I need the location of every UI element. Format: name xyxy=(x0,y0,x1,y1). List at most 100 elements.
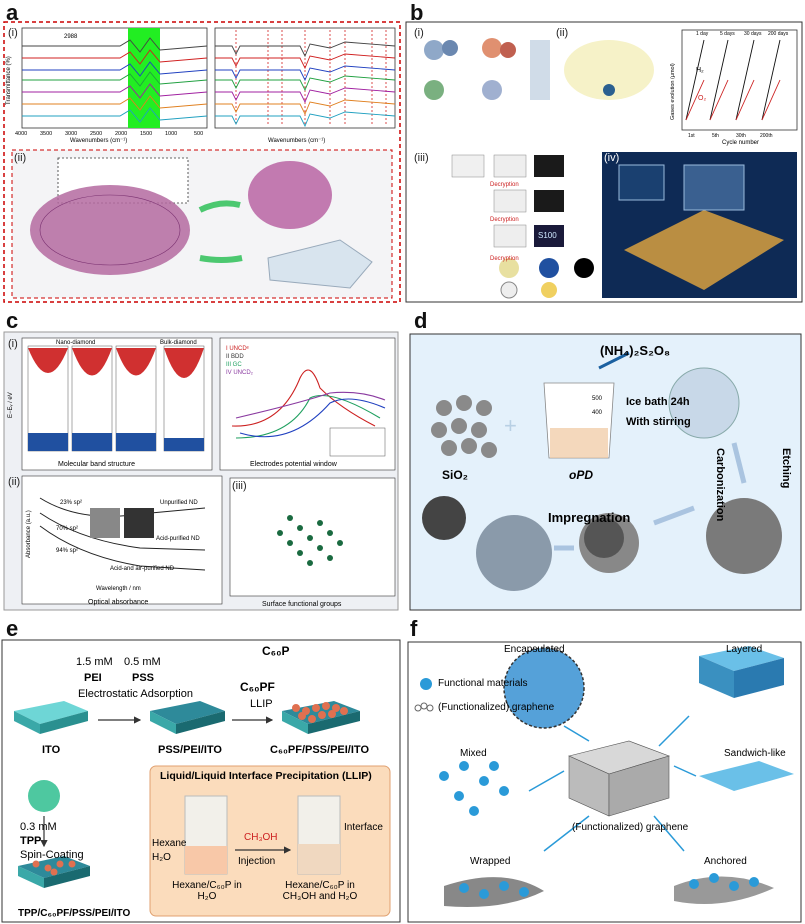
ftir-left-xtick: 2500 xyxy=(90,131,102,137)
type-anchored: Anchored xyxy=(704,856,747,867)
sample-label: S100 xyxy=(538,231,557,240)
ftir-left-xtick: 4000 xyxy=(15,131,27,137)
c60pf-label: C₆₀PF xyxy=(240,680,275,694)
optical-xlabel: Wavelength / nm xyxy=(96,586,141,592)
spin-label: Spin-Coating xyxy=(20,849,84,861)
band-ylabel: E−Eᵥ / eV xyxy=(8,392,14,418)
ftir-left-xtick: 2000 xyxy=(115,131,127,137)
nd-annotation: Acid-and air-purified ND xyxy=(110,566,175,572)
type-encapsulated: Encapsulated xyxy=(504,644,565,655)
beaker-scale: 400 xyxy=(592,410,603,416)
subpanel-label-b-ii: (ii) xyxy=(556,27,569,39)
sp2-label: 23% sp² xyxy=(60,500,82,506)
vial1-caption: Hexane/C₆₀P in H₂O xyxy=(172,880,242,902)
etching-label: Etching xyxy=(780,448,792,489)
tpp-molecule xyxy=(28,780,60,812)
mixed-graphic xyxy=(439,761,509,816)
ito-label: ITO xyxy=(42,744,61,756)
optical-ylabel: Absorbance (a.u.) xyxy=(26,510,32,558)
surface-caption: Surface functional groups xyxy=(262,601,342,608)
panel-b-graphics: Gases evolution (µmol) Cycle number 1st … xyxy=(405,21,803,303)
stirring-label: With stirring xyxy=(626,416,691,428)
functional-material-icon xyxy=(420,678,432,690)
cv-curves xyxy=(231,369,386,439)
panel-e: e 1.5 mM PEI 0.5 mM PSS Electrostatic Ad… xyxy=(0,616,402,924)
pss-label: PSS xyxy=(132,672,155,684)
interface-label: Interface xyxy=(344,822,383,833)
sp2-label: 94% sp² xyxy=(56,548,78,554)
ice-bath-label: Ice bath 24h xyxy=(626,396,690,408)
legend-graphene: (Functionalized) graphene xyxy=(438,702,555,713)
panel-label-c: c xyxy=(6,308,19,333)
h2-label: H₂ xyxy=(696,67,704,74)
tpp-film-label: TPP/C₆₀PF/PSS/PEI/ITO xyxy=(18,908,131,919)
carbonization-label: Carbonization xyxy=(714,448,726,522)
c60p-label: C₆₀P xyxy=(262,644,290,658)
subpanel-label-b-i: (i) xyxy=(414,27,424,39)
cycle-tick: 200th xyxy=(760,133,773,139)
panel-f-graphics xyxy=(407,641,802,923)
band-plots xyxy=(27,345,205,452)
injection-label: Injection xyxy=(238,856,276,867)
center-label: (Functionalized) graphene xyxy=(572,822,689,833)
beaker-scale: 500 xyxy=(592,396,603,402)
panel-f: f Functional materials (Functionalized) … xyxy=(404,616,805,924)
panel-label-a: a xyxy=(6,0,19,25)
pss-pei-ito-label: PSS/PEI/ITO xyxy=(158,744,222,756)
panel-label-e: e xyxy=(6,616,19,641)
ftir-left-ylabel: Transmittance (%) xyxy=(6,56,12,105)
panel-a: a (i) 2988 Transmittance (%) Wavenumbers… xyxy=(0,0,402,305)
encryption-grid xyxy=(451,154,594,299)
day-label: 1 day xyxy=(696,31,709,37)
hexane-label: Hexane xyxy=(152,838,187,849)
nano-label: Nano-diamond xyxy=(56,340,95,346)
ftir-left-xtick: 3500 xyxy=(40,131,52,137)
opd-label: oPD xyxy=(569,468,593,482)
f-arrows xyxy=(528,715,697,852)
cv-legend-item: III GC xyxy=(226,362,242,368)
panel-d: d + (NH₄)₂S₂O₈ Ice bath 24h With stirrin… xyxy=(404,308,805,613)
subpanel-label-a-i: (i) xyxy=(8,27,18,39)
ftir-left-xtick: 1500 xyxy=(140,131,152,137)
pss-conc: 0.5 mM xyxy=(124,656,161,668)
ftir-left-curves xyxy=(22,37,208,123)
type-layered: Layered xyxy=(726,644,763,655)
tpp-conc: 0.3 mM xyxy=(20,821,57,833)
panel-label-f: f xyxy=(410,616,418,641)
type-sandwich: Sandwich-like xyxy=(724,748,786,759)
ftir-left-xtick: 1000 xyxy=(165,131,177,137)
type-mixed: Mixed xyxy=(460,748,487,759)
subpanel-label-a-ii: (ii) xyxy=(14,152,27,164)
c60-particles xyxy=(292,702,348,723)
decryption-label: Decryption xyxy=(490,217,519,223)
encapsulated-graphic xyxy=(504,648,584,728)
decryption-label: Decryption xyxy=(490,256,519,262)
impregnated-sphere xyxy=(476,515,552,591)
ftir-left-xlabel: Wavenumbers (cm⁻¹) xyxy=(70,138,127,144)
cycle-tick: 30th xyxy=(736,133,746,139)
decryption-label: Decryption xyxy=(490,182,519,188)
optical-caption: Optical absorbance xyxy=(88,599,148,606)
panel-label-d: d xyxy=(414,308,428,333)
panel-label-b: b xyxy=(410,0,424,25)
b-plot-ylabel: Gases evolution (µmol) xyxy=(670,63,676,120)
layered-graphic xyxy=(699,646,784,671)
ftir-left-xtick: 500 xyxy=(194,131,203,137)
wrapped-graphic xyxy=(444,877,544,907)
subpanel-label-b-iii: (iii) xyxy=(414,152,429,164)
scheme-b-i xyxy=(424,38,550,100)
sp2-label: 70% sp² xyxy=(56,526,78,532)
pei-label: PEI xyxy=(84,672,102,684)
o2-series xyxy=(685,79,781,121)
day-label: 200 days xyxy=(768,31,789,37)
cv-legend-item: IV UNCD₂ xyxy=(226,370,254,376)
cycle-tick: 1st xyxy=(688,133,695,139)
final-film-label: C₆₀PF/PSS/PEI/ITO xyxy=(270,744,369,756)
sio2-spheres xyxy=(431,395,497,458)
electrostatic-label: Electrostatic Adsorption xyxy=(78,688,193,700)
svg-text:+: + xyxy=(504,413,517,438)
graphitic-surface xyxy=(277,515,343,566)
gel-network xyxy=(267,239,373,289)
ftir-right-xlabel: Wavenumbers (cm⁻¹) xyxy=(268,138,325,144)
day-label: 30 days xyxy=(744,31,762,37)
